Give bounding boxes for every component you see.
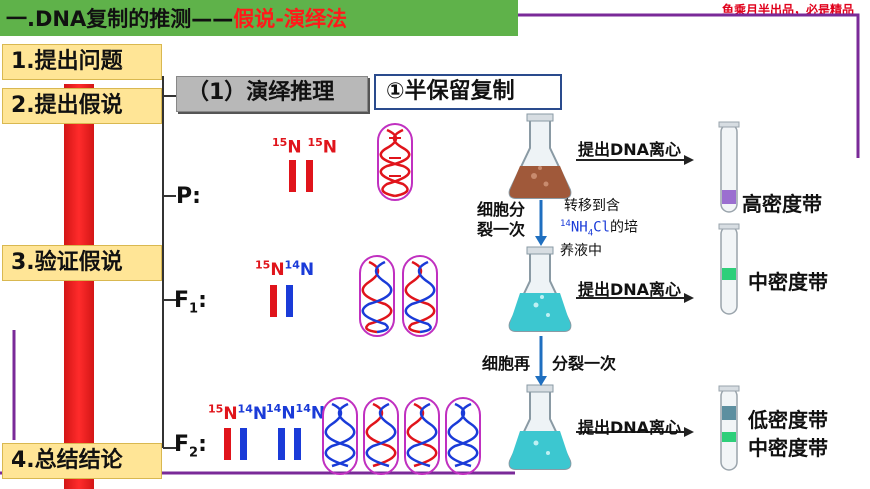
transfer-medium-label: 转移到含 14NH4Cl的培 养液中	[560, 198, 638, 260]
title-bar	[0, 0, 518, 36]
f1-dna-cell-1	[359, 255, 395, 337]
extract-dna-label-3: 提出DNA离心	[578, 418, 682, 437]
cell-division-again-label-a: 细胞再	[482, 354, 531, 373]
hypothesis-semiconservative: ①半保留复制	[374, 74, 562, 110]
cell-division-once-label: 细胞分裂一次	[477, 200, 526, 239]
generation-p-label: P:	[176, 184, 201, 209]
step-verify-hypothesis[interactable]: 3.验证假说	[2, 245, 162, 281]
f1-isotope-label: 15N14N	[255, 258, 315, 280]
band-label-high: 高密度带	[742, 192, 822, 216]
f2-isotope-label-hybrid: 15N14N	[208, 402, 268, 424]
band-label-low: 低密度带	[748, 408, 828, 432]
flask-f2	[508, 384, 572, 470]
tab-deductive-reasoning[interactable]: （1）演绎推理	[176, 76, 368, 112]
step-propose-hypothesis[interactable]: 2.提出假说	[2, 88, 162, 124]
test-tube-p	[718, 121, 740, 213]
f2-strands-light	[278, 428, 308, 462]
arrow-right-2	[576, 293, 694, 303]
test-tube-f1	[718, 223, 740, 315]
extract-dna-label-2: 提出DNA离心	[578, 280, 682, 299]
arrow-right-1	[576, 155, 694, 165]
step-conclusion[interactable]: 4.总结结论	[2, 443, 162, 479]
f2-isotope-label-light: 14N14N	[266, 402, 326, 424]
generation-f2-label: F2:	[174, 432, 207, 461]
arrow-right-3	[576, 427, 694, 437]
f2-dna-cell-2	[363, 397, 399, 475]
f1-dna-cell-2	[402, 255, 438, 337]
f1-strands	[270, 285, 300, 319]
arrow-down-2	[535, 336, 547, 386]
flask-p	[508, 113, 572, 199]
p-strands	[289, 160, 319, 194]
f2-dna-cell-1	[322, 397, 358, 475]
page-title: 一.DNA复制的推测——假说-演绎法	[6, 7, 347, 31]
p-isotope-label: 15N 15N	[272, 136, 338, 158]
flask-f1	[508, 246, 572, 332]
f2-strands-hybrid	[224, 428, 254, 462]
band-label-mid-f2: 中密度带	[748, 436, 828, 460]
cell-division-again-label-b: 分裂一次	[552, 354, 617, 373]
step-pose-question[interactable]: 1.提出问题	[2, 44, 162, 80]
arrow-down-1	[535, 200, 547, 246]
step-progress-bar	[64, 84, 94, 489]
test-tube-f2	[718, 385, 740, 471]
generation-f1-label: F1:	[174, 288, 207, 317]
p-dna-cell	[377, 123, 413, 201]
f2-dna-cell-3	[404, 397, 440, 475]
f2-dna-cell-4	[445, 397, 481, 475]
extract-dna-label-1: 提出DNA离心	[578, 140, 682, 159]
band-label-mid: 中密度带	[748, 270, 828, 294]
